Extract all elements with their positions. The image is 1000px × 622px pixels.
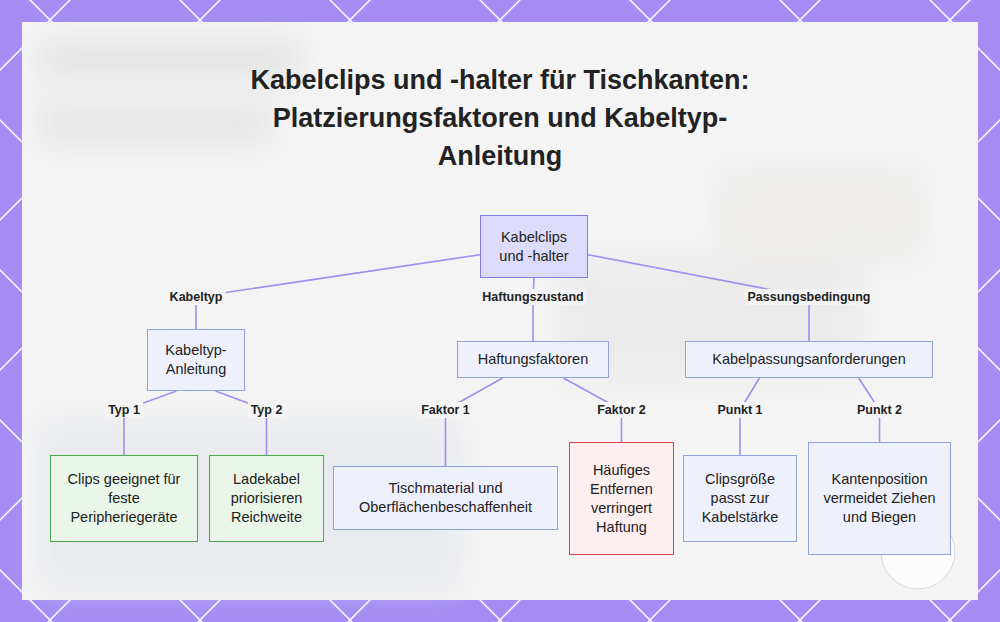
node-label: Haftungsfaktoren [478,350,588,369]
connector-line [124,391,176,455]
edge-label: Typ 2 [248,402,286,418]
photo-blob [720,170,920,260]
node-label: Clips geeignet für feste Peripheriegerät… [59,470,189,527]
connector-line [533,278,534,341]
node-label: Clipsgröße passt zur Kabelstärke [692,470,788,527]
node-label: Ladekabel priorisieren Reichweite [218,470,315,527]
category-box: Kabeltyp-Anleitung [147,329,245,391]
warning-box: Häufiges Entfernen verringert Haftung [569,442,674,555]
connector-line [216,391,267,455]
edge-label: Punkt 1 [714,402,765,418]
edge-label: Faktor 2 [594,402,649,418]
connector-line [196,255,480,329]
edge-label: Punkt 2 [854,402,905,418]
edge-label: Passungsbedingung [745,289,874,305]
white-panel [22,22,978,600]
edge-label: Faktor 1 [418,402,473,418]
diagram-title: Kabelclips und -halter für Tischkanten: … [235,61,765,175]
photo-blob [40,100,270,145]
node-label: Kantenposition vermeidet Ziehen und Bieg… [817,470,942,527]
leaf-box: Clips geeignet für feste Peripheriegerät… [50,455,198,542]
node-label: Kabeltyp-Anleitung [156,341,236,379]
edge-label: Haftungszustand [479,289,586,305]
category-box: Haftungsfaktoren [457,341,609,378]
node-label: Häufiges Entfernen verringert Haftung [578,461,665,537]
leaf-box: Clipsgröße passt zur Kabelstärke [683,455,797,542]
node-label: Kabelclips und -halter [489,228,579,266]
leaf-box: Kantenposition vermeidet Ziehen und Bieg… [808,442,951,555]
leaf-box: Ladekabel priorisieren Reichweite [209,455,324,542]
node-label: Tischmaterial und Oberflächenbeschaffenh… [342,479,549,517]
leaf-box: Tischmaterial und Oberflächenbeschaffenh… [333,466,558,530]
category-box: Kabelpassungsanforderungen [685,341,933,378]
edge-label: Typ 1 [105,402,143,418]
blurred-photo [40,40,920,590]
node-label: Kabelpassungsanforderungen [712,350,905,369]
connector-line [446,378,503,466]
edge-label: Kabeltyp [167,289,226,305]
root-box: Kabelclips und -halter [480,215,588,278]
